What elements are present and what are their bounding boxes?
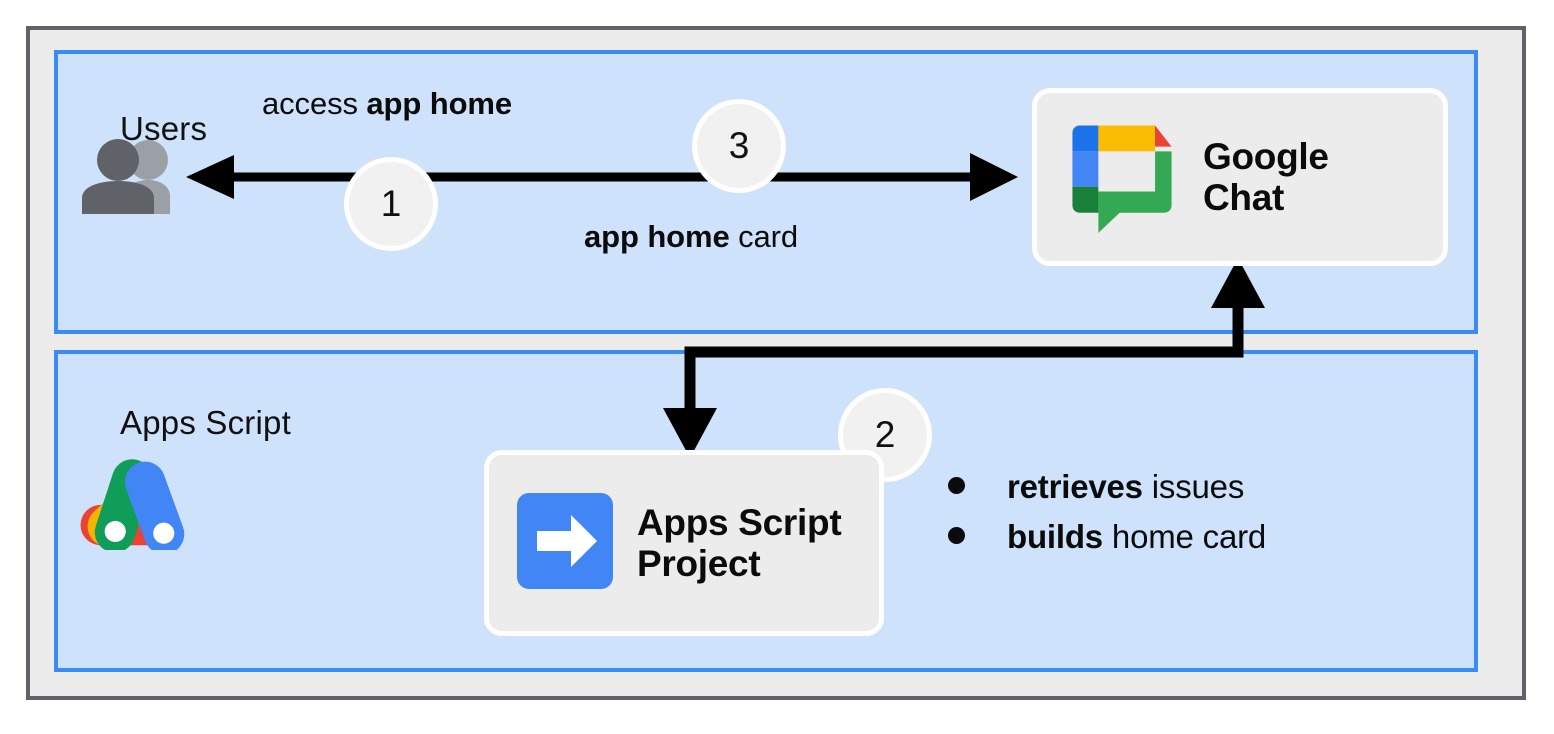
bullet-text: builds home card (1007, 518, 1266, 556)
flow-label-card-bold: app home (584, 219, 730, 254)
list-item: builds home card (948, 518, 1266, 556)
bullet-rest: issues (1142, 468, 1245, 505)
apps-script-project-icon (515, 491, 615, 596)
apps-script-actions-list: retrieves issues builds home card (948, 468, 1266, 568)
flow-label-access-bold: app home (366, 86, 513, 121)
google-chat-title: Google Chat (1203, 135, 1329, 218)
flow-label-access-app-home: access app home (262, 86, 512, 122)
bullet-rest: home card (1102, 518, 1267, 555)
step-badge-3: 3 (692, 99, 786, 193)
panel-users-label: Users (120, 110, 208, 147)
google-chat-logo (1063, 116, 1181, 239)
people-icon (78, 138, 186, 214)
bullet-dot-icon (948, 527, 965, 544)
apps-script-project-title: Apps Script Project (637, 501, 842, 584)
panel-apps-script-label: Apps Script (120, 404, 291, 441)
flow-label-app-home-card: app home card (584, 219, 798, 255)
bullet-bold: builds (1007, 518, 1103, 555)
list-item: retrieves issues (948, 468, 1266, 506)
bullet-dot-icon (948, 477, 965, 494)
flow-label-card-suffix: card (729, 219, 799, 254)
node-apps-script-project: Apps Script Project (484, 450, 884, 636)
node-google-chat: Google Chat (1032, 88, 1448, 266)
bullet-text: retrieves issues (1007, 468, 1244, 506)
apps-script-logo (78, 430, 208, 555)
step-badge-1: 1 (344, 157, 438, 251)
bullet-bold: retrieves (1007, 468, 1143, 505)
flow-label-access-prefix: access (262, 86, 367, 121)
